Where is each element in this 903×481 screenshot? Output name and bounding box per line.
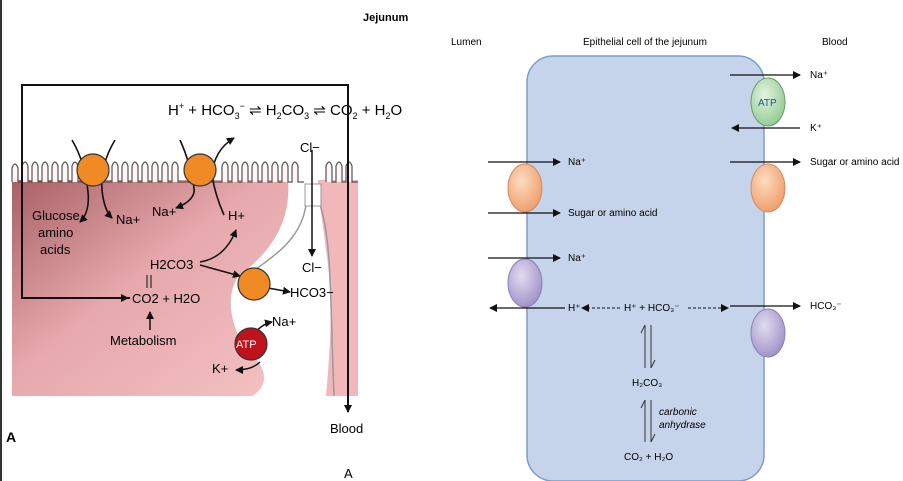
equilibrium-co2 (640, 399, 656, 443)
co2-h2o-label-b: CO₂ + H₂O (624, 452, 673, 463)
sglt-carrier (76, 153, 110, 187)
blood-label-a: Blood (330, 421, 363, 436)
sglt-symporter (507, 163, 543, 213)
arrow-to-h (199, 229, 238, 263)
panel-a: Jejunum H+ + HCO3− ⇌ H2CO3 ⇌ CO2 + H2O C… (0, 0, 408, 481)
atp-label-b: ATP (758, 98, 777, 109)
hco3-out-label: HCO3− (290, 285, 334, 300)
sugar-left-label: Sugar or amino acid (568, 208, 658, 219)
h-left-label: H⁺ (568, 303, 581, 314)
cell-body (12, 180, 289, 396)
na-arrow-1 (100, 139, 116, 219)
atpase-pump (750, 77, 786, 127)
na-top-right-label: Na⁺ (810, 70, 828, 81)
hco3-exchanger (237, 267, 271, 301)
na-h-exchanger (183, 153, 217, 187)
panel-letter: A (6, 429, 16, 445)
panel-b: Lumen Epithelial cell of the jejunum Blo… (451, 37, 900, 481)
sugar-uniporter (750, 163, 786, 213)
na-arrow-2 (175, 139, 195, 210)
equilibrium-h2co3 (640, 324, 656, 369)
cell-title: Epithelial cell of the jejunum (583, 37, 707, 48)
na-left-2-label: Na⁺ (568, 253, 586, 264)
k-pump-arrow (235, 361, 261, 374)
h2co3-label-b: H₂CO₃ (632, 378, 662, 389)
tight-junction (304, 183, 322, 207)
k-right-label: K⁺ (810, 123, 822, 134)
hco3-transporter (750, 308, 786, 358)
bottom-letter: A (344, 466, 353, 481)
hco3-right-label: HCO₃⁻ (810, 301, 842, 312)
co2-h2o-label: CO2 + H2O (132, 291, 200, 306)
k-plus-label: K+ (212, 361, 228, 376)
na-label-2: Na+ (152, 204, 176, 219)
panel-a-title: Jejunum (363, 12, 408, 24)
na-k-atpase (234, 327, 268, 361)
h-mid-label: H⁺ + HCO₃⁻ (624, 303, 679, 314)
na-label-1: Na+ (116, 212, 140, 227)
lumen-label: Lumen (451, 37, 482, 48)
glucose-label: Glucose, amino acids (32, 208, 87, 257)
blood-label-b: Blood (822, 37, 848, 48)
enzyme-label: carbonic anhydrase (659, 407, 706, 431)
arrow-to-exchanger (199, 264, 241, 279)
na-pump-label: Na+ (272, 314, 296, 329)
hco3-out-arrow (267, 286, 291, 295)
h-plus-label: H+ (228, 208, 245, 223)
na-left-1-label: Na⁺ (568, 157, 586, 168)
microvilli (11, 161, 358, 183)
atp-label: ATP (236, 339, 257, 351)
h2co3-label: H2CO3 (150, 257, 193, 272)
cl-mid-label: Cl− (302, 260, 322, 275)
cl-top-label: Cl− (300, 140, 320, 155)
equation: H+ + HCO3− ⇌ H2CO3 ⇌ CO2 + H2O (168, 101, 402, 121)
glucose-arrow (71, 139, 90, 223)
metabolism-label: Metabolism (110, 333, 176, 348)
na-h-antiporter (507, 258, 543, 308)
sugar-right-label: Sugar or amino acid (810, 157, 900, 168)
